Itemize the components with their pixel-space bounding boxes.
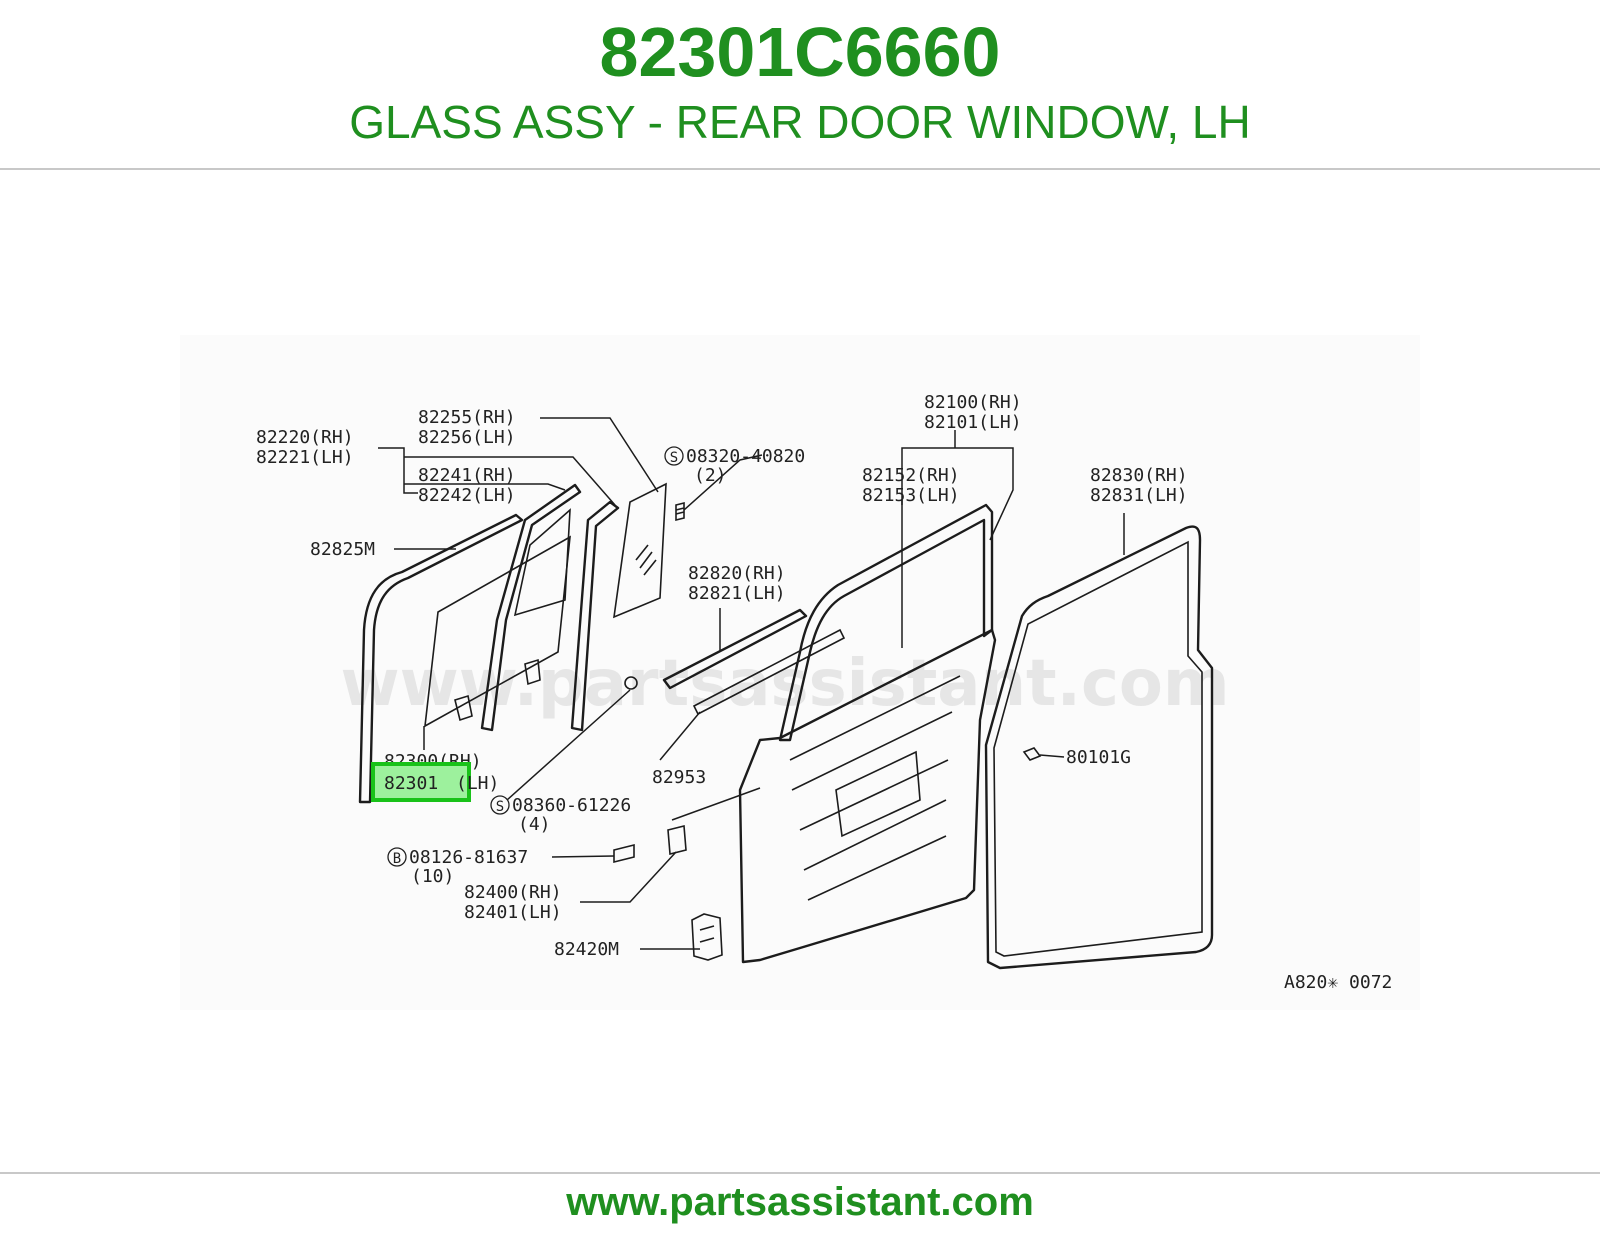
label-08320-qty: (2) — [694, 465, 727, 486]
leader-82400 — [580, 851, 677, 903]
door-panel-inner-lines — [789, 675, 961, 901]
belt-moulding-82820 — [662, 608, 808, 690]
door-panel-opening — [835, 750, 921, 838]
fixed-glass-82255 — [613, 482, 667, 619]
bolt-symbol-08126-letter: B — [393, 851, 401, 867]
label-82420m: 82420M — [554, 939, 619, 960]
label-82401: 82401(LH) — [464, 902, 562, 923]
label-82821: 82821(LH) — [688, 583, 786, 604]
label-82820: 82820(RH) — [688, 563, 786, 584]
division-sash-inner — [513, 508, 571, 617]
part-title: GLASS ASSY - REAR DOOR WINDOW, LH — [349, 96, 1251, 148]
footer-divider — [0, 1172, 1600, 1174]
label-08126: 08126-81637 — [409, 847, 528, 868]
label-82255: 82255(RH) — [418, 407, 516, 428]
screw-08320 — [675, 501, 685, 522]
weatherstrip-82953 — [692, 628, 846, 716]
label-82953: 82953 — [652, 767, 706, 788]
parts-diagram-svg: www.partsassistant.com — [256, 392, 1392, 993]
clip-80101g — [1022, 747, 1042, 761]
label-82100: 82100(RH) — [924, 392, 1022, 413]
door-panel-82100 — [738, 628, 997, 964]
screw-symbol-08360-letter: S — [496, 799, 504, 815]
hinge-82400 — [667, 824, 687, 856]
label-82152: 82152(RH) — [862, 465, 960, 486]
leader-82220 — [378, 447, 616, 506]
bolt-symbol-08126 — [387, 847, 407, 867]
label-80101g: 80101G — [1066, 747, 1131, 768]
label-82221: 82221(LH) — [256, 447, 354, 468]
label-82301: 82301 — [384, 773, 438, 794]
screw-symbol-08360 — [490, 795, 510, 815]
label-82831: 82831(LH) — [1090, 485, 1188, 506]
glass-bracket-front — [454, 694, 473, 722]
label-82220: 82220(RH) — [256, 427, 354, 448]
rear-channel-82220 — [570, 500, 620, 732]
leader-08360 — [506, 689, 631, 801]
highlight-box-82301[interactable] — [371, 762, 471, 802]
division-sash-82241 — [480, 483, 582, 732]
label-82241: 82241(RH) — [418, 465, 516, 486]
leader-door-line — [671, 787, 761, 821]
label-82242: 82242(LH) — [418, 485, 516, 506]
door-check-82420m — [691, 913, 723, 961]
glass-bracket-rear — [524, 658, 541, 686]
figure-code: A820✳ 0072 — [1284, 972, 1392, 993]
run-channel-82825m — [358, 513, 524, 804]
window-glass-82301 — [424, 535, 571, 728]
label-82825m: 82825M — [310, 539, 375, 560]
leader-08126 — [551, 855, 615, 858]
header-divider — [0, 168, 1600, 170]
parts-diagram: www.partsassistant.com — [180, 335, 1420, 1010]
label-82400: 82400(RH) — [464, 882, 562, 903]
leader-80101g — [1039, 754, 1065, 758]
fixed-glass-hatch — [635, 544, 657, 576]
leader-82953 — [659, 711, 701, 761]
leader-08320 — [683, 454, 763, 511]
label-08126-qty: (10) — [411, 866, 454, 887]
part-number: 82301C6660 — [599, 13, 1001, 91]
leader-82241 — [404, 483, 566, 491]
leader-82100 — [901, 430, 1014, 648]
screw-08360 — [624, 676, 638, 690]
door-weatherstrip-82830 — [984, 525, 1214, 970]
label-08360: 08360-61226 — [512, 795, 631, 816]
screw-symbol-08320-letter: S — [670, 450, 678, 466]
label-82153: 82153(LH) — [862, 485, 960, 506]
door-weatherstrip-inner — [993, 540, 1203, 957]
screw-symbol-08320 — [664, 446, 684, 466]
label-82101: 82101(LH) — [924, 412, 1022, 433]
label-82830: 82830(RH) — [1090, 465, 1188, 486]
leader-82255 — [540, 417, 659, 493]
label-08360-qty: (4) — [518, 814, 551, 835]
label-82256: 82256(LH) — [418, 427, 516, 448]
label-08320: 08320-40820 — [686, 446, 805, 467]
footer-url[interactable]: www.partsassistant.com — [566, 1180, 1034, 1224]
label-82301-side: (LH) — [456, 773, 499, 794]
bolt-08126 — [613, 843, 635, 864]
